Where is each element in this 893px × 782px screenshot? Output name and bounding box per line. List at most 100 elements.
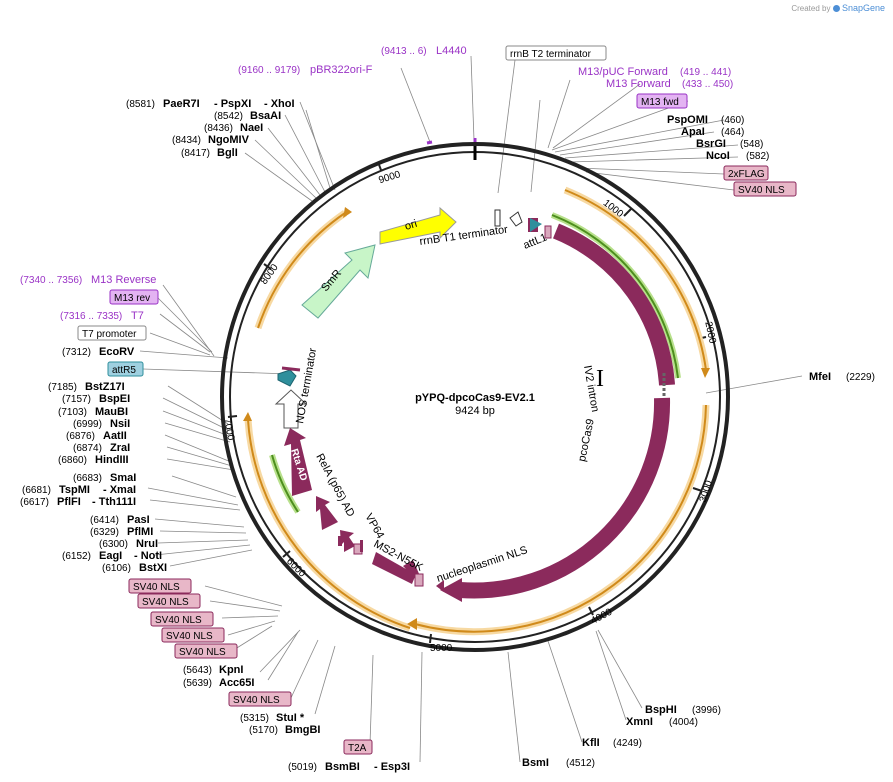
m13fwd-label: M13 Forward: [606, 78, 671, 90]
rela-ad-arrow: [316, 496, 338, 530]
rrnb-t1-arrow: [509, 211, 523, 227]
enzyme-pos: (6874): [73, 443, 102, 454]
nls-bar: [360, 540, 363, 552]
orf-arrowhead: [701, 368, 710, 378]
enzyme-name: NsiI: [110, 418, 130, 430]
enzyme-pos: (6876): [66, 431, 95, 442]
intron-symbol: I: [596, 366, 604, 392]
enzyme-name: - XhoI: [264, 98, 295, 110]
pcocas9-arc-1: [552, 223, 675, 386]
pcocas9-label: pcoCas9: [576, 418, 597, 463]
nos-label: NOS terminator: [294, 347, 319, 425]
enzyme-name: NcoI: [706, 150, 730, 162]
t7-label: T7: [131, 310, 144, 322]
m13rev-label: M13 Reverse: [91, 274, 156, 286]
smr-arrow: [301, 244, 376, 319]
orf-arrowhead: [407, 618, 417, 630]
ori-label: ori: [403, 218, 418, 233]
enzyme-name: BstZ17I: [85, 381, 125, 393]
enzyme-pos: (6683): [73, 473, 102, 484]
enzyme-name: EcoRV: [99, 346, 135, 358]
enzyme-pos: (6300): [99, 539, 128, 550]
enzyme-pos: (8436): [204, 123, 233, 134]
enzyme-name: StuI *: [276, 712, 305, 724]
enzyme-name: - XmaI: [103, 484, 136, 496]
enzyme-name: MauBI: [95, 406, 128, 418]
orf-arrowhead: [343, 207, 352, 218]
enzyme-pos: (7157): [62, 394, 91, 405]
enzyme-pos: (6617): [20, 497, 49, 508]
enzyme-name: BstXI: [139, 562, 167, 574]
enzyme-name: PasI: [127, 514, 150, 526]
enzyme-pos: (4004): [669, 717, 698, 728]
orf-arcs: [244, 186, 710, 636]
m13-rev-box: M13 rev: [114, 293, 150, 304]
m13puc-label: M13/pUC Forward: [578, 66, 668, 78]
attr5-arrow: [277, 369, 297, 387]
enzyme-name: Acc65I: [219, 677, 254, 689]
enzyme-name: BsrGI: [696, 138, 726, 150]
enzyme-name: BspEI: [99, 393, 130, 405]
enzymes-bottom: BspHI (3996) XmnI (4004) KflI (4249) Bsm…: [183, 664, 721, 773]
enzyme-pos: (5019): [288, 762, 317, 773]
enzyme-name: ZraI: [110, 442, 130, 454]
ori-arrow: [379, 206, 457, 245]
enzyme-name: KflI: [582, 737, 600, 749]
enzyme-name: ApaI: [681, 126, 705, 138]
enzyme-pos: (5639): [183, 678, 212, 689]
t7-promoter-box: T7 promoter: [82, 329, 137, 340]
sv40-box-1: SV40 NLS: [133, 582, 180, 593]
enzyme-name: NgoMIV: [208, 134, 250, 146]
flag-box: 2xFLAG: [728, 169, 765, 180]
tick-7000: 7000: [221, 417, 236, 441]
flag-tag: [544, 225, 552, 239]
plasmid-length: 9424 bp: [455, 405, 495, 417]
enzyme-name: PaeR7I: [163, 98, 200, 110]
attl1-label: attL1: [522, 231, 549, 251]
m13rev-range: (7340 .. 7356): [20, 275, 82, 286]
pbr-range: (9160 .. 9179): [238, 65, 300, 76]
rta-ad-arrow: [284, 428, 312, 496]
m13puc-range: (419 .. 441): [680, 67, 731, 78]
enzyme-name: HindIII: [95, 454, 129, 466]
rrnb-t2-mark: [494, 209, 501, 227]
enzyme-name: BmgBI: [285, 724, 320, 736]
created-by-credit: Created by SnapGene: [791, 3, 885, 13]
enzyme-name: BsmBI: [325, 761, 360, 773]
enzyme-pos: (8542): [214, 111, 243, 122]
l4440-label: L4440: [436, 45, 467, 57]
tick-5000: 5000: [430, 643, 453, 654]
enzyme-name: BglI: [217, 147, 238, 159]
enzyme-pos: (8581): [126, 99, 155, 110]
enzyme-name: TspMI: [59, 484, 90, 496]
enzyme-pos: (7185): [48, 382, 77, 393]
enzyme-pos: (8434): [172, 135, 201, 146]
nls-mark: [414, 573, 424, 587]
orf-arrowhead: [243, 412, 252, 421]
enzyme-pos: (464): [721, 127, 744, 138]
np-nls-mark: [436, 580, 444, 592]
l4440-range: (9413 .. 6): [381, 46, 427, 57]
enzyme-pos: (6681): [22, 485, 51, 496]
enzyme-pos: (582): [746, 151, 769, 162]
boxed-labels: rrnB T2 terminator M13 fwd 2xFLAG SV40 N…: [77, 45, 797, 755]
enzyme-pos: (6414): [90, 515, 119, 526]
enzyme-name: PflMI: [127, 526, 153, 538]
enzyme-name: BsmI: [522, 757, 549, 769]
enzyme-pos: (4512): [566, 758, 595, 769]
t7-bar: [281, 366, 301, 372]
enzyme-pos: (7103): [58, 407, 87, 418]
m13-fwd-box: M13 fwd: [641, 97, 679, 108]
enzyme-name: - PspXI: [214, 98, 251, 110]
sv40-box-2: SV40 NLS: [142, 597, 189, 608]
enzyme-name: XmnI: [626, 716, 653, 728]
enzyme-pos: (5315): [240, 713, 269, 724]
enzyme-name: - Esp3I: [374, 761, 410, 773]
t7-range: (7316 .. 7335): [60, 311, 122, 322]
m13fwd-range: (433 .. 450): [682, 79, 733, 90]
pbr-label: pBR322ori-F: [310, 64, 373, 76]
enzymes-right: PspOMI (460) ApaI (464) BsrGI (548) NcoI…: [667, 114, 875, 383]
vp64-arrow: [340, 530, 355, 552]
cas9-arrowhead: [440, 578, 462, 602]
nls-bar: [338, 536, 342, 546]
